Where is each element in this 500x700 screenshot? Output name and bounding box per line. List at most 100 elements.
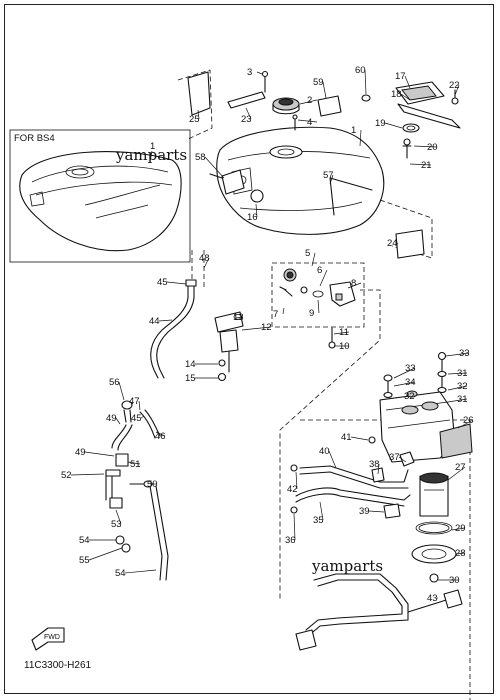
part-number-label: 46 <box>155 431 166 442</box>
leader-line <box>124 569 157 574</box>
part-number-label: 11 <box>339 327 349 338</box>
leader-line <box>166 281 187 285</box>
part-number-label: 49 <box>75 447 86 458</box>
part-number-label: 17 <box>395 71 406 82</box>
part-number-label: 38 <box>369 459 380 470</box>
part-number-label: 28 <box>455 548 466 559</box>
leader-line <box>447 372 468 375</box>
leader-line <box>115 509 122 525</box>
part-number-label: 14 <box>185 359 196 370</box>
diagram-frame <box>4 4 494 694</box>
strip-23 <box>227 91 266 109</box>
part-number-label: 37 <box>389 452 400 463</box>
harness-42 <box>295 573 463 651</box>
part-number-label: 47 <box>129 396 140 407</box>
part-number-label: 21 <box>421 160 432 171</box>
part-number-label: 54 <box>79 535 90 546</box>
part-number-label: 25 <box>189 114 200 125</box>
leader-line <box>457 419 474 429</box>
leader-line <box>235 316 244 319</box>
part-number-label: 24 <box>387 238 398 249</box>
part-number-label: 55 <box>79 555 90 566</box>
part-number-label: 9 <box>309 308 314 319</box>
leader-line <box>138 400 141 411</box>
part-number-label: 51 <box>130 459 141 470</box>
leader-line <box>329 174 334 185</box>
leader-line <box>413 145 438 148</box>
leader-line <box>70 473 105 476</box>
fuel-cap <box>261 70 300 131</box>
part-number-label: 31 <box>457 394 468 405</box>
leader-line <box>333 331 350 335</box>
part-number-label: 1 <box>351 125 356 136</box>
leader-line <box>377 463 380 475</box>
part-number-label: 59 <box>313 77 324 88</box>
leader-line <box>398 456 407 463</box>
inset-bs4: FOR BS4 1 <box>9 129 191 263</box>
part-number-label: 31 <box>457 368 468 379</box>
leader-line <box>293 513 296 541</box>
leader-line <box>256 71 263 75</box>
part-number-label: 45 <box>157 277 168 288</box>
leader-line <box>384 122 403 129</box>
inset-label: FOR BS4 <box>14 133 55 144</box>
leader-line <box>297 119 318 123</box>
part-number-label: 23 <box>241 114 252 125</box>
part-number-label: 4 <box>307 117 312 128</box>
leader-line <box>197 109 200 120</box>
leader-line <box>140 415 145 419</box>
part-number-label: 19 <box>375 118 386 129</box>
leader-line <box>350 436 369 441</box>
leader-line <box>447 398 468 403</box>
part-number-label: 56 <box>109 377 120 388</box>
hose-50 <box>105 453 169 581</box>
leader-line <box>311 252 316 267</box>
part-number-label: 26 <box>463 415 474 426</box>
leader-line <box>347 282 362 289</box>
leader-line <box>204 156 225 179</box>
part-number-label: 27 <box>455 462 466 473</box>
part-number-label: 42 <box>287 484 298 495</box>
bracket-56 <box>329 177 373 216</box>
leader-line <box>445 352 470 357</box>
seat-bracket <box>395 81 461 159</box>
leader-line <box>368 510 385 513</box>
leader-line <box>282 307 285 315</box>
part-number-label: 48 <box>199 253 210 264</box>
part-number-label: 6 <box>317 265 322 276</box>
leader-line <box>328 450 337 469</box>
fuel-pump <box>300 351 473 700</box>
leader-line <box>155 431 166 437</box>
leader-line <box>359 129 362 147</box>
part-number-label: 41 <box>341 432 352 443</box>
diagram-code: 11C3300-H261 <box>24 660 92 671</box>
leader-line <box>84 451 115 457</box>
part-number-label: 40 <box>319 446 330 457</box>
part-number-label: 52 <box>61 470 72 481</box>
part-number-label: 39 <box>359 506 370 517</box>
part-number-label: 58 <box>195 152 206 163</box>
hose-48 <box>111 400 161 451</box>
leader-line <box>322 81 327 99</box>
hose-43 <box>150 284 189 379</box>
leader-line <box>364 69 367 95</box>
part-number-label: 60 <box>355 65 366 76</box>
leader-line <box>158 319 173 322</box>
part-number-label: 7 <box>273 309 278 320</box>
leader-line <box>447 466 466 481</box>
part-number-label: 10 <box>339 341 350 352</box>
part-number-label: 45 <box>131 413 142 424</box>
part-number-label: 34 <box>405 377 416 388</box>
callouts: 1234567891011121314151617181920212223242… <box>61 65 474 604</box>
leader-line <box>319 501 324 521</box>
part-number-label: 5 <box>305 248 310 259</box>
part-number-label: 15 <box>185 373 196 384</box>
part-number-label: 32 <box>457 381 468 392</box>
part-number-label: 33 <box>459 348 470 359</box>
part-number-label: 8 <box>351 278 356 289</box>
part-number-label: 2 <box>307 95 312 106</box>
clip-54a <box>115 535 125 545</box>
fwd-label: FWD <box>44 634 60 641</box>
part-number-label: 50 <box>147 479 158 490</box>
